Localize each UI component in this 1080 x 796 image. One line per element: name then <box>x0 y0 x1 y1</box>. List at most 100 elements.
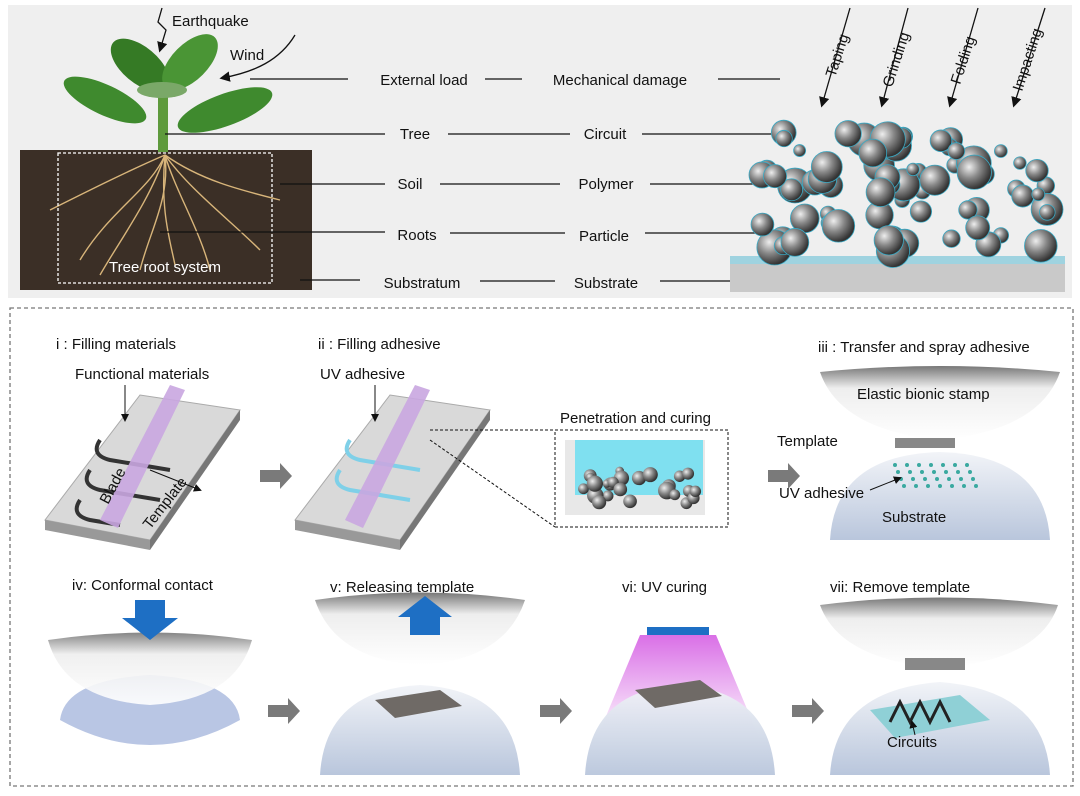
inset-box <box>554 429 729 528</box>
root-system-label: Tree root system <box>109 259 221 276</box>
inset-label: Penetration and curing <box>560 410 711 427</box>
roots-illustration <box>49 154 281 276</box>
adhesive-dot <box>896 470 900 474</box>
step7-title: vii: Remove template <box>830 579 970 596</box>
particle <box>909 200 933 223</box>
right-label-circuit: Circuit <box>584 126 627 143</box>
inset-particle <box>623 494 637 509</box>
inset-particle <box>682 467 695 480</box>
circuits-label: Circuits <box>887 734 937 751</box>
step1-template-plate <box>44 385 241 550</box>
uv-lamp <box>647 627 709 635</box>
step1-title: i : Filling materials <box>56 336 176 353</box>
step4-title: iv: Conformal contact <box>72 577 214 594</box>
particle <box>834 120 862 148</box>
adhesive-dot <box>893 463 897 467</box>
inset-particle <box>689 485 702 497</box>
stamp-label: Elastic bionic stamp <box>857 386 990 403</box>
dome-6 <box>585 685 775 775</box>
particle <box>1011 184 1035 208</box>
stamp <box>820 366 1060 440</box>
uv-adhesive-label-3: UV adhesive <box>779 485 864 502</box>
particle <box>775 129 793 148</box>
particle <box>780 228 810 257</box>
uv-adhesive-label: UV adhesive <box>320 366 405 383</box>
composite-illustration <box>730 119 1065 292</box>
particle <box>873 225 904 256</box>
arrow-6-7 <box>792 698 824 724</box>
dome-5 <box>320 685 520 775</box>
particle <box>750 212 775 237</box>
adhesive-dot <box>920 470 924 474</box>
adhesive-dot <box>953 463 957 467</box>
particle <box>906 162 920 177</box>
inset-particle <box>613 482 628 497</box>
particle <box>1031 187 1046 202</box>
particle <box>858 138 888 168</box>
inset-particle <box>669 489 681 501</box>
particle <box>780 178 804 202</box>
left-label-soil: Soil <box>397 176 422 193</box>
substrate-dome <box>830 452 1050 540</box>
particle <box>821 209 856 243</box>
adhesive-dot <box>938 484 942 488</box>
right-label-polymer: Polymer <box>578 176 633 193</box>
arrow-4-5 <box>268 698 300 724</box>
adhesive-dot <box>974 484 978 488</box>
adhesive-dot <box>965 463 969 467</box>
left-label-substratum: Substratum <box>384 275 461 292</box>
inset-particle <box>592 495 607 510</box>
earthquake-label: Earthquake <box>172 13 249 30</box>
soil-block <box>20 150 312 290</box>
arrow-2-3 <box>768 463 800 489</box>
adhesive-dot <box>914 484 918 488</box>
wind-arrow <box>219 34 296 82</box>
step2-template-plate <box>294 385 491 550</box>
particle <box>810 151 843 183</box>
right-label-substrate: Substrate <box>574 275 638 292</box>
particle <box>994 144 1008 158</box>
particle <box>762 164 788 189</box>
adhesive-dot <box>962 484 966 488</box>
wind-label: Wind <box>230 47 264 64</box>
down-arrow-icon <box>122 600 178 640</box>
template-5 <box>375 690 462 718</box>
functional-materials-label: Functional materials <box>75 366 209 383</box>
step2-title: ii : Filling adhesive <box>318 336 441 353</box>
right-label-mechanical-damage: Mechanical damage <box>553 72 687 89</box>
stamp-4 <box>48 632 252 705</box>
particle <box>793 144 807 157</box>
adhesive-dot <box>932 470 936 474</box>
adhesive-dot <box>935 477 939 481</box>
adhesive-dot <box>944 470 948 474</box>
adhesive-dot <box>917 463 921 467</box>
step5-title: v: Releasing template <box>330 579 474 596</box>
up-arrow-icon <box>398 596 452 635</box>
left-label-roots: Roots <box>397 227 436 244</box>
substrate-label-3: Substrate <box>882 509 946 526</box>
adhesive-dot <box>947 477 951 481</box>
adhesive-dot <box>923 477 927 481</box>
adhesive-dot <box>899 477 903 481</box>
particle <box>942 229 961 248</box>
particle <box>865 177 896 208</box>
stamp-7 <box>820 597 1058 668</box>
plant-illustration <box>63 34 273 152</box>
template-label-3: Template <box>777 433 838 450</box>
inset-particle <box>586 475 603 492</box>
adhesive-dot <box>902 484 906 488</box>
adhesive-dot <box>956 470 960 474</box>
particle <box>919 164 951 196</box>
particle <box>1038 204 1056 221</box>
particle <box>958 200 978 220</box>
circuit-trace <box>888 698 952 726</box>
inset-particle <box>631 470 647 486</box>
circuit-film <box>870 695 990 738</box>
damage-arrows <box>819 7 1046 108</box>
particle <box>929 129 953 153</box>
step3-title: iii : Transfer and spray adhesive <box>818 339 1030 356</box>
particle <box>947 142 966 160</box>
particle <box>965 215 991 241</box>
adhesive-dot <box>968 470 972 474</box>
root-system-box <box>57 152 273 284</box>
